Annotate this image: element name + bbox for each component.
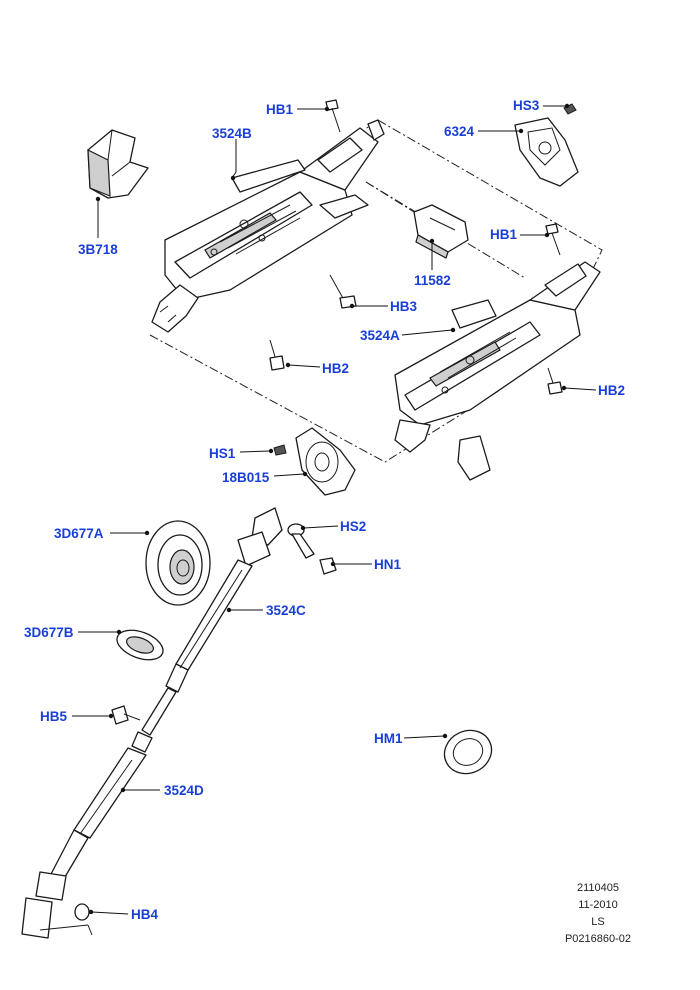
label-3d677b: 3D677B: [24, 625, 74, 640]
label-hn1: HN1: [374, 557, 401, 572]
switch-11582: [413, 204, 469, 259]
label-11582: 11582: [414, 273, 451, 288]
drawing-model-code: LS: [591, 916, 605, 928]
label-3d677a: 3D677A: [54, 526, 104, 541]
label-3524c: 3524C: [266, 603, 306, 618]
drawing-number: 2110405: [576, 882, 619, 894]
lower-shaft-3524d: [21, 731, 153, 939]
label-3b718: 3B718: [78, 242, 118, 257]
drawing-date: 11-2010: [578, 899, 618, 911]
steering-column-3524a: [394, 261, 601, 481]
label-hb4: HB4: [131, 907, 158, 922]
label-hm1: HM1: [374, 731, 403, 746]
label-3524a: 3524A: [360, 328, 400, 343]
label-hb2-left: HB2: [322, 361, 349, 376]
label-hb3: HB3: [390, 299, 417, 314]
clockspring-18b015: [273, 427, 356, 496]
label-6324: 6324: [444, 124, 475, 139]
label-18b015: 18B015: [222, 470, 270, 485]
lock-housing-6324: [514, 103, 579, 187]
shroud-3b718: [87, 129, 149, 199]
label-3524b: 3524B: [212, 126, 252, 141]
intermediate-shaft-3524c: [141, 507, 283, 736]
boot-3d677a: [145, 520, 211, 606]
hardware: [39, 99, 563, 936]
leader-lines: [72, 103, 597, 915]
label-3524d: 3524D: [164, 783, 204, 798]
part-labels: HB1 HS3 3524B 6324 3B718 HB1 11582 HB3 3…: [24, 98, 625, 922]
label-hs1: HS1: [209, 446, 236, 461]
drawing-reference-block: 2110405 11-2010 LS P0216860-02: [540, 880, 656, 948]
label-hb5: HB5: [40, 709, 67, 724]
label-hs3: HS3: [513, 98, 540, 113]
label-hb1-top: HB1: [266, 102, 293, 117]
drawing-reference: P0216860-02: [564, 933, 632, 945]
grommet-hm1: [443, 729, 493, 775]
label-hb1-right: HB1: [490, 227, 517, 242]
label-hb2-right: HB2: [598, 383, 625, 398]
label-hs2: HS2: [340, 519, 366, 534]
seal-3d677b: [116, 629, 164, 661]
upper-steering-column-3524b: [151, 119, 385, 333]
